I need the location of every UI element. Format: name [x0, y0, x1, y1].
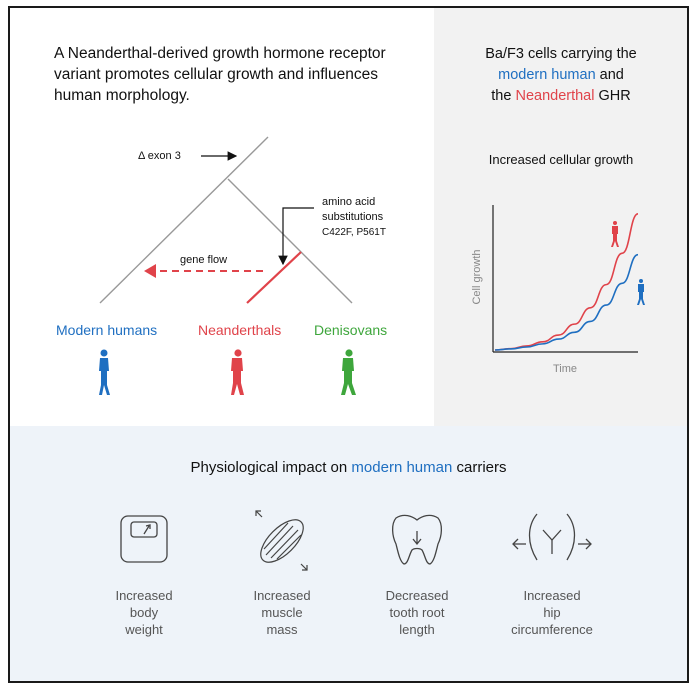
impact-4-line1: Increased — [523, 588, 581, 603]
right-panel — [434, 8, 687, 426]
denisovan-figure-icon — [341, 349, 356, 395]
impact-1-line1: Increased — [115, 588, 173, 603]
and-text: and — [595, 67, 624, 83]
growth-chart: Cell growth Time — [471, 205, 645, 375]
hip-icon — [512, 513, 592, 561]
group-label-neanderthal: Neanderthals — [198, 322, 282, 338]
gene-flow-label: gene flow — [180, 254, 228, 266]
right-title-line2: modern human and — [436, 65, 686, 86]
ghr-text: GHR — [594, 88, 631, 104]
scale-icon — [120, 515, 168, 563]
impact-3-line3: length — [399, 622, 435, 637]
bottom-title-pre: Physiological impact on — [190, 459, 352, 476]
impact-label-muscle-mass: Increased muscle mass — [227, 587, 337, 638]
exon-label: Δ exon 3 — [138, 150, 181, 162]
muscle-icon — [255, 510, 308, 571]
impact-4-line3: circumference — [511, 622, 593, 637]
neanderthal-highlight: Neanderthal — [515, 88, 595, 104]
right-title-line1: Ba/F3 cells carrying the — [485, 46, 637, 62]
group-label-modern: Modern humans — [56, 322, 158, 338]
impact-icons — [120, 510, 592, 571]
amino-codes: C422F, P561T — [322, 227, 386, 238]
neanderthal-small-figure-icon — [611, 221, 619, 247]
impact-label-body-weight: Increased body weight — [89, 587, 199, 638]
modern-human-highlight: modern human — [498, 67, 596, 83]
tree-trunk-left — [99, 136, 269, 304]
chart-title: Increased cellular growth — [488, 152, 634, 167]
modern-human-figure-icon — [99, 349, 110, 395]
impact-1-line2: body — [129, 605, 159, 620]
x-axis-label: Time — [553, 363, 577, 375]
series-layer — [494, 213, 639, 351]
bottom-title: Physiological impact on modern human car… — [10, 459, 687, 476]
impact-2-line2: muscle — [261, 605, 303, 620]
right-title-line3: the Neanderthal GHR — [436, 86, 686, 107]
neanderthal-branch — [246, 251, 302, 304]
substitution-arrow — [278, 207, 314, 266]
modern-small-figure-icon — [637, 279, 645, 305]
right-panel-title: Ba/F3 cells carrying the modern human an… — [436, 44, 686, 107]
amino-label: amino acid substitutions C422F, P561T — [322, 195, 386, 240]
the-text: the — [491, 88, 516, 104]
bottom-title-post: carriers — [452, 459, 507, 476]
bottom-panel — [10, 426, 687, 681]
impact-1-line3: weight — [125, 622, 163, 637]
impact-4-line2: hip — [543, 605, 561, 620]
gene-flow-arrowhead — [144, 264, 156, 278]
bottom-title-highlight: modern human — [351, 459, 453, 476]
amino-label-line1: amino acid — [322, 196, 376, 208]
group-label-denisovan: Denisovans — [314, 322, 388, 338]
impact-2-line3: mass — [266, 622, 298, 637]
amino-label-line2: substitutions — [322, 211, 384, 223]
impact-label-hip: Increased hip circumference — [497, 587, 607, 638]
impact-3-line2: tooth root — [389, 605, 445, 620]
impact-label-tooth-root: Decreased tooth root length — [362, 587, 472, 638]
tree-branch-right — [227, 178, 353, 304]
y-axis-label: Cell growth — [471, 249, 483, 304]
phylogeny-diagram — [99, 136, 356, 395]
series-line-1 — [494, 253, 639, 351]
impact-3-line1: Decreased — [385, 588, 449, 603]
neanderthal-figure-icon — [231, 349, 244, 395]
tooth-icon — [391, 514, 443, 565]
impact-2-line1: Increased — [253, 588, 311, 603]
headline: A Neanderthal-derived growth hormone rec… — [54, 45, 386, 104]
